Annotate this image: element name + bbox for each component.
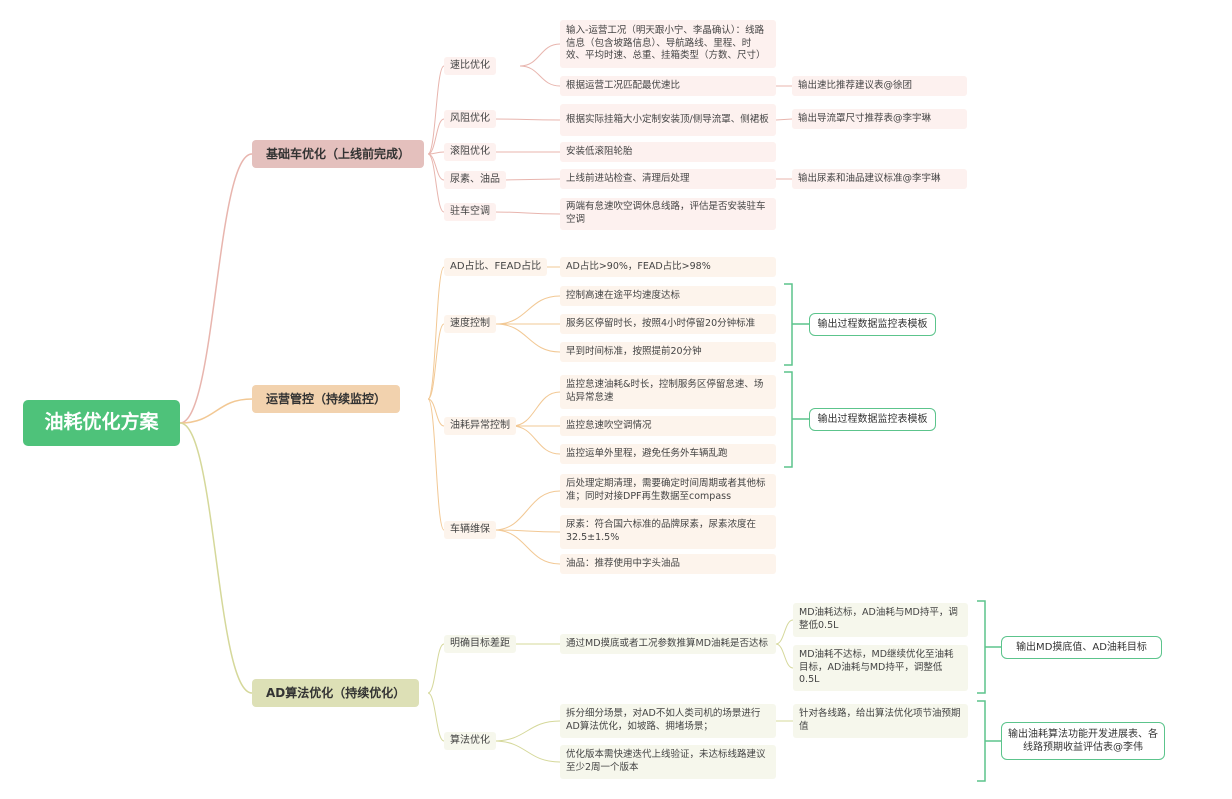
leaf-ad-ratio[interactable]: AD占比>90%，FEAD占比>98% bbox=[560, 257, 776, 277]
subleaf-md-not-meets[interactable]: MD油耗不达标，MD继续优化至油耗目标，AD油耗与MD持平，调整低0.5L bbox=[793, 645, 968, 691]
connector-line bbox=[427, 266, 445, 400]
topic-rolling-resistance[interactable]: 滚阻优化 bbox=[444, 143, 496, 161]
connector-line bbox=[775, 643, 794, 669]
root-node[interactable]: 油耗优化方案 bbox=[23, 400, 180, 446]
topic-target-gap[interactable]: 明确目标差距 bbox=[444, 635, 516, 653]
connector-line bbox=[511, 391, 561, 427]
leaf-scene-split[interactable]: 拆分细分场景，对AD不如人类司机的场景进行AD算法优化，如坡路、拥堵场景； bbox=[560, 704, 776, 738]
connector-line bbox=[493, 529, 561, 533]
leaf-wind-resistance[interactable]: 根据实际挂箱大小定制安装顶/侧导流罩、侧裙板 bbox=[560, 104, 776, 136]
connector-line bbox=[495, 323, 561, 353]
branch-ad-algorithm[interactable]: AD算法优化（持续优化） bbox=[252, 679, 420, 707]
connector-line bbox=[775, 619, 794, 645]
connector-line bbox=[784, 283, 793, 366]
subleaf-md-meets[interactable]: MD油耗达标，AD油耗与MD持平，调整低0.5L bbox=[793, 603, 968, 637]
leaf-idle-monitor[interactable]: 监控怠速油耗&时长，控制服务区停留怠速、场站异常怠速 bbox=[560, 375, 776, 409]
leaf-md-estimate[interactable]: 通过MD摸底或者工况参数推算MD油耗是否达标 bbox=[560, 634, 776, 654]
connector-line bbox=[519, 43, 561, 67]
topic-algorithm-opt[interactable]: 算法优化 bbox=[444, 732, 496, 750]
connector-line bbox=[495, 295, 561, 325]
connector-line bbox=[493, 529, 561, 565]
leaf-service-stop[interactable]: 服务区停留时长，按照4小时停留20分钟标准 bbox=[560, 314, 776, 334]
connector-line bbox=[493, 211, 561, 215]
connector-line bbox=[179, 398, 253, 424]
connector-line bbox=[503, 178, 561, 181]
branch-basic-vehicle[interactable]: 基础车优化（上线前完成） bbox=[252, 140, 425, 168]
topic-speed-control[interactable]: 速度控制 bbox=[444, 315, 496, 333]
output-algorithm-progress[interactable]: 输出油耗算法功能开发进展表、各线路预期收益评估表@李伟 bbox=[1001, 722, 1165, 760]
leaf-early-arrival[interactable]: 早到时间标准，按照提前20分钟 bbox=[560, 342, 776, 362]
leaf-urea-oil[interactable]: 上线前进站检查、清理后处理 bbox=[560, 169, 776, 189]
topic-wind-resistance[interactable]: 风阻优化 bbox=[444, 110, 496, 128]
connector-line bbox=[492, 118, 561, 121]
connector-line bbox=[977, 600, 986, 694]
branch-operation-control[interactable]: 运营管控（持续监控） bbox=[252, 385, 401, 413]
leaf-rolling-resistance[interactable]: 安装低滚阻轮胎 bbox=[560, 142, 776, 162]
subleaf-route-savings[interactable]: 针对各线路，给出算法优化项节油预期值 bbox=[793, 704, 968, 738]
leaf-idle-ac[interactable]: 监控怠速吹空调情况 bbox=[560, 416, 776, 436]
leaf-speed-ratio-input[interactable]: 输入-运营工况（明天跟小宁、李晶确认）：线路信息（包含坡路信息）、导航路线、里程… bbox=[560, 20, 776, 68]
leaf-oil-standard[interactable]: 油品：推荐使用中字头油品 bbox=[560, 554, 776, 574]
topic-maintenance[interactable]: 车辆维保 bbox=[444, 521, 496, 539]
topic-speed-ratio[interactable]: 速比优化 bbox=[444, 57, 496, 75]
connector-line bbox=[427, 643, 445, 694]
output-urea-oil[interactable]: 输出尿素和油品建议标准@李宇琳 bbox=[792, 169, 967, 189]
connector-line bbox=[427, 153, 445, 181]
topic-urea-oil[interactable]: 尿素、油品 bbox=[444, 171, 506, 189]
leaf-parking-ac[interactable]: 两端有怠速吹空调休息线路，评估是否安装驻车空调 bbox=[560, 198, 776, 230]
leaf-speed-avg[interactable]: 控制高速在途平均速度达标 bbox=[560, 286, 776, 306]
leaf-urea-standard[interactable]: 尿素：符合国六标准的品牌尿素，尿素浓度在32.5±1.5% bbox=[560, 515, 776, 549]
leaf-extra-mileage[interactable]: 监控运单外里程，避免任务外车辆乱跑 bbox=[560, 444, 776, 464]
output-md-target[interactable]: 输出MD摸底值、AD油耗目标 bbox=[1001, 636, 1162, 659]
connector-line bbox=[427, 323, 445, 400]
connector-line bbox=[493, 490, 561, 531]
connector-line bbox=[977, 700, 986, 782]
topic-parking-ac[interactable]: 驻车空调 bbox=[444, 203, 496, 221]
leaf-speed-ratio-match[interactable]: 根据运营工况匹配最优速比 bbox=[560, 76, 776, 96]
leaf-dpf[interactable]: 后处理定期清理，需要确定时间周期或者其他标准；同时对接DPF再生数据至compa… bbox=[560, 474, 776, 508]
connector-line bbox=[179, 422, 253, 694]
topic-fuel-anomaly[interactable]: 油耗异常控制 bbox=[444, 417, 516, 435]
leaf-fast-iteration[interactable]: 优化版本需快速迭代上线验证，未达标线路建议至少2周一个版本 bbox=[560, 745, 776, 779]
connector-line bbox=[427, 398, 445, 427]
output-wind-resistance[interactable]: 输出导流罩尺寸推荐表@李宇琳 bbox=[792, 109, 967, 129]
connector-line bbox=[427, 398, 445, 531]
connector-line bbox=[784, 371, 793, 468]
output-speed-ratio[interactable]: 输出速比推荐建议表@徐团 bbox=[792, 76, 967, 96]
topic-ad-ratio[interactable]: AD占比、FEAD占比 bbox=[444, 258, 548, 276]
connector-line bbox=[179, 153, 253, 424]
connector-line bbox=[427, 153, 445, 213]
connector-line bbox=[519, 65, 561, 87]
output-fuel-anomaly[interactable]: 输出过程数据监控表模板 bbox=[809, 408, 936, 431]
connector-line bbox=[427, 65, 445, 155]
connector-line bbox=[427, 151, 445, 155]
connector-line bbox=[427, 118, 445, 155]
connector-line bbox=[775, 118, 793, 121]
connector-line bbox=[427, 692, 445, 742]
output-speed-control[interactable]: 输出过程数据监控表模板 bbox=[809, 313, 936, 336]
connector-line bbox=[493, 720, 561, 742]
connector-line bbox=[511, 425, 561, 455]
connector-line bbox=[493, 740, 561, 763]
